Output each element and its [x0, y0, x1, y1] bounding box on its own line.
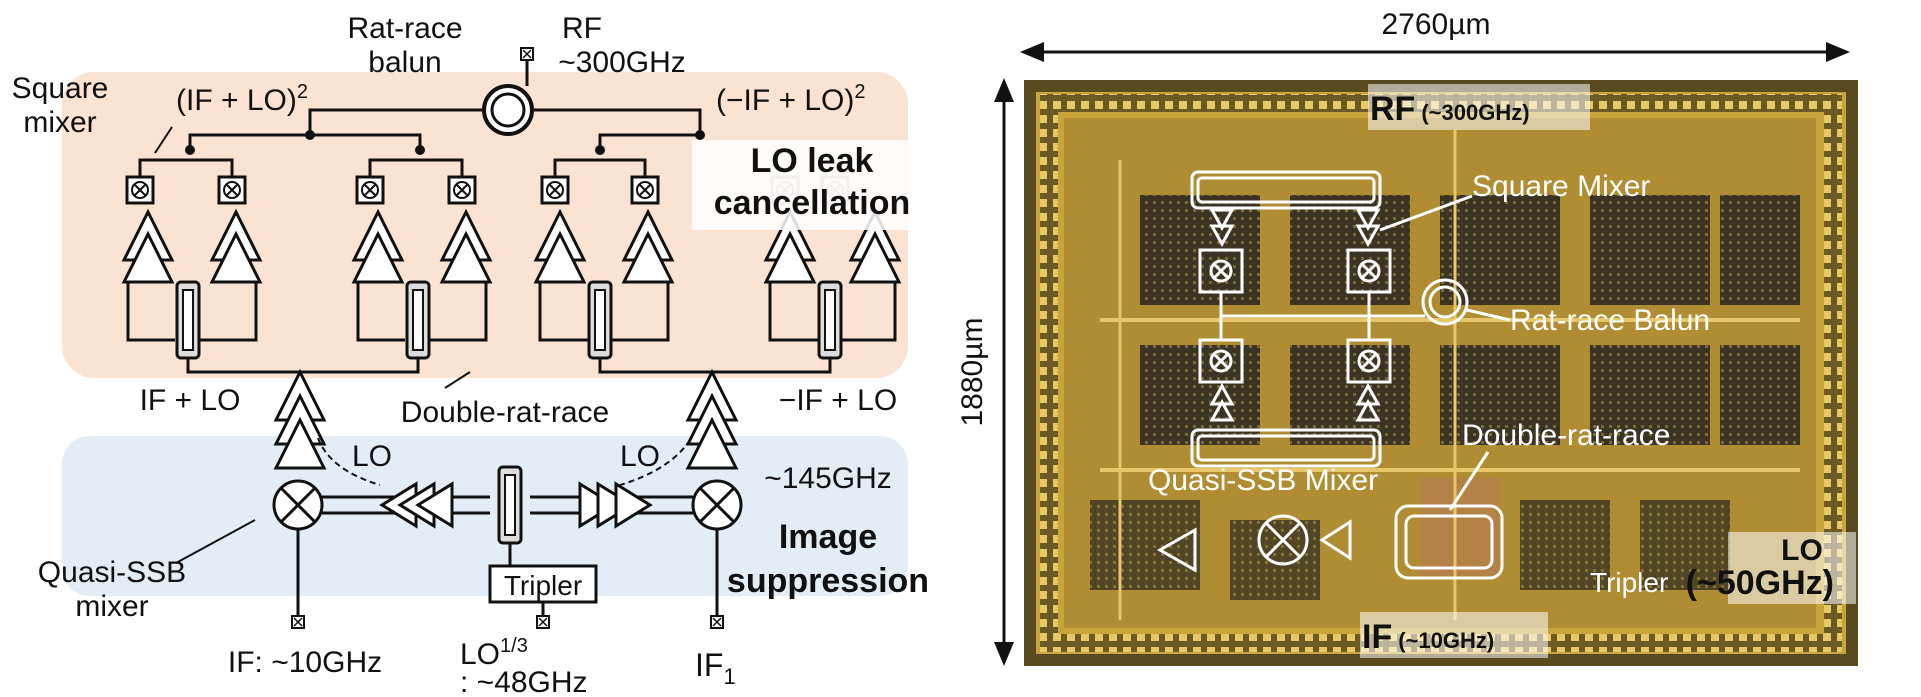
chip-rf-label: RF(~300GHz) [1370, 90, 1530, 128]
square-mixer-3 [355, 175, 385, 205]
chip-overlay-annotations [1156, 170, 1511, 580]
quasi-ssb-region [62, 436, 908, 596]
quasi-ssb-mixer-label-line2: mixer [75, 590, 148, 623]
tripler-label: Tripler [504, 570, 582, 601]
neg-if-plus-lo-label: −IF + LO [779, 384, 897, 417]
lo-amp-chain-left [379, 481, 454, 529]
if1-pad [710, 615, 724, 629]
chip-rat-race-balun-label: Rat-race Balun [1510, 304, 1710, 337]
lo-right-label: LO [620, 440, 660, 473]
chip-tripler-label: Tripler [1590, 567, 1668, 598]
square-mixer-2 [217, 175, 247, 205]
chip-double-rat-race-label: Double-rat-race [1462, 419, 1670, 452]
chip-lo-freq-label: (~50GHz) [1686, 564, 1834, 602]
chip-lo-label: LO [1781, 534, 1823, 567]
square-mixer-1 [125, 175, 155, 205]
double-rat-race-2 [405, 280, 431, 360]
square-mixer-6 [630, 175, 660, 205]
if-lo-amp-stack [274, 370, 326, 470]
height-dimension-arrow [994, 78, 1014, 666]
double-rat-race-lo [497, 465, 523, 545]
square-mixer-label-line1: Square [12, 72, 109, 105]
lo-third-pad [536, 615, 550, 629]
double-rat-race-3 [587, 280, 613, 360]
neg-if-plus-lo-squared-label: (−IF + LO)2 [716, 81, 866, 117]
width-dimension-arrow [1020, 42, 1850, 62]
chip-if-label: IF(~10GHz) [1362, 618, 1494, 656]
quasi-ssb-mixer-left [272, 479, 324, 531]
double-rat-race-1 [175, 280, 201, 360]
rat-race-balun-label-line2: balun [368, 46, 441, 79]
chip-quasi-ssb-mixer-label: Quasi-SSB Mixer [1148, 464, 1378, 497]
if-plus-lo-label: IF + LO [140, 384, 241, 417]
lo-leak-label-line1: LO leak [751, 142, 874, 180]
lo-amp-chain-right [578, 481, 653, 529]
die-photo: 2760µm 1880µm [956, 8, 1858, 666]
width-label: 2760µm [1381, 8, 1490, 41]
neg-if-lo-amp-stack [686, 370, 738, 470]
if-plus-lo-squared-label: (IF + LO)2 [176, 81, 308, 117]
if1-label: IF1 [695, 647, 736, 689]
square-mixer-4 [447, 175, 477, 205]
chip-square-mixer-label: Square Mixer [1472, 170, 1650, 203]
lo-leak-label-line2: cancellation [714, 184, 911, 222]
square-mixer-5 [540, 175, 570, 205]
quasi-ssb-mixer-label-line1: Quasi-SSB [38, 556, 186, 589]
rat-race-balun-label-line1: Rat-race [347, 12, 462, 45]
lo-third-label: LO1/3 [460, 635, 528, 671]
rf-label: RF [562, 12, 602, 45]
rf-pad [520, 47, 534, 61]
if-port-label: IF: ~10GHz [228, 646, 382, 679]
square-mixer-label-line2: mixer [23, 106, 96, 139]
double-rat-race-4 [817, 280, 843, 360]
rat-race-balun-symbol [482, 84, 534, 136]
height-label: 1880µm [956, 317, 989, 426]
quasi-ssb-mixer-right [691, 479, 743, 531]
image-suppression-label-line2: suppression [727, 562, 929, 600]
lo-third-freq-label: : ~48GHz [460, 666, 588, 697]
if-pad [291, 615, 305, 629]
double-rat-race-label: Double-rat-race [401, 396, 609, 429]
rf-freq-label: ~300GHz [558, 46, 686, 79]
image-suppression-label-line1: Image [779, 518, 877, 556]
schematic: Rat-race balun RF ~300GHz Square mixer (… [12, 12, 930, 697]
lo-left-label: LO [352, 440, 392, 473]
freq-145-label: ~145GHz [764, 462, 892, 495]
